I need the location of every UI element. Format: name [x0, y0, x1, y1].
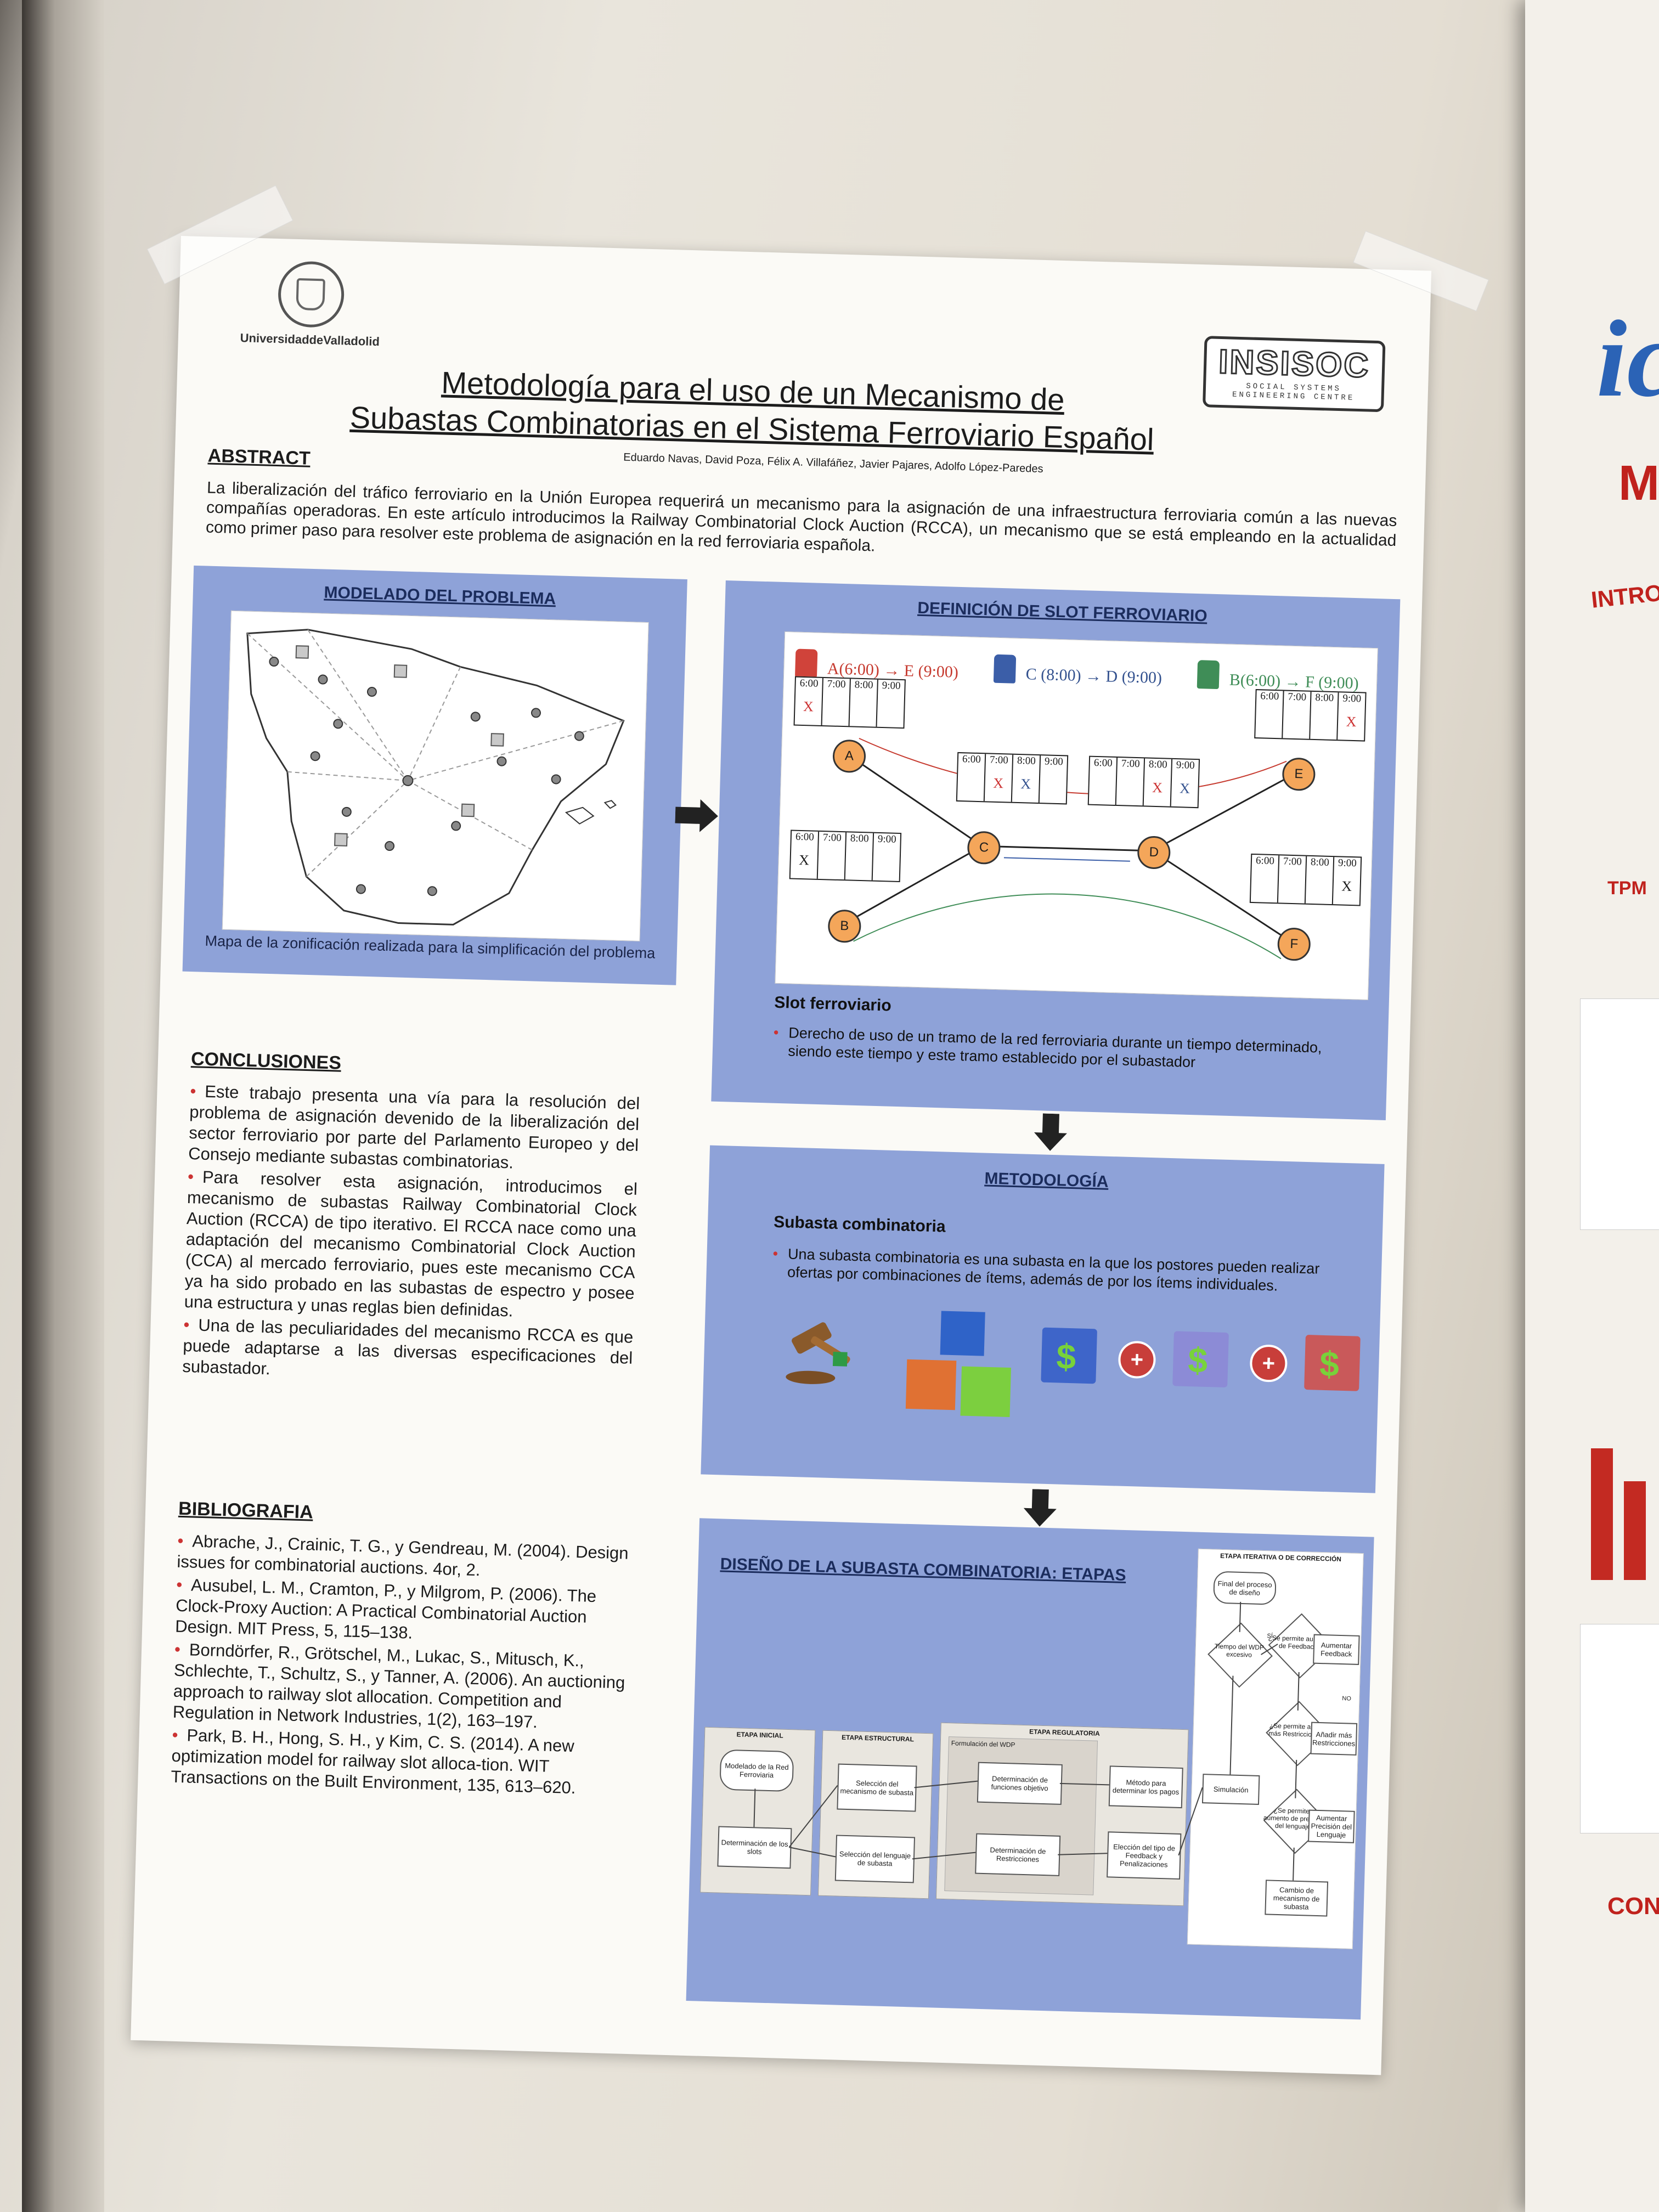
gavel-icon [786, 1322, 850, 1384]
diseno-panel: DISEÑO DE LA SUBASTA COMBINATORIA: ETAPA… [686, 1518, 1374, 2020]
conclusion-item: •Para resolver esta asignación, introduc… [184, 1167, 638, 1321]
slot-cell: 7:00 [817, 831, 847, 880]
slot-cell: 6:00 [1088, 757, 1118, 805]
metodologia-subheading: Subasta combinatoria [773, 1212, 946, 1236]
slot-cell: 9:00 [882, 679, 901, 692]
spain-map [222, 610, 649, 941]
university-seal-icon [277, 261, 345, 329]
slot-bullet: • Derecho de uso de un tramo de la red fe… [772, 1024, 1365, 1076]
metodologia-heading: METODOLOGÍA [984, 1169, 1109, 1191]
modelado-heading: MODELADO DEL PROBLEMA [324, 583, 556, 608]
slot-cell: 6:00 [1250, 854, 1280, 903]
reference-item: •Borndörfer, R., Grötschel, M., Lukac, S… [172, 1639, 625, 1732]
slot-cell: 8:00 [845, 832, 874, 881]
dollar-red: $ [1319, 1344, 1340, 1384]
metodologia-panel: METODOLOGÍA Subasta combinatoria • Una su… [701, 1145, 1385, 1493]
red-dollar-box-icon [1304, 1335, 1361, 1391]
arrow-down-icon [1034, 1113, 1067, 1151]
conclusion-item: •Una de las peculiaridades del mecanismo… [182, 1314, 634, 1379]
plus-icon: + [1118, 1340, 1156, 1379]
conclusiones-section: CONCLUSIONES •Este trabajo presenta una … [182, 1048, 641, 1392]
arrow-down-icon [1023, 1489, 1057, 1527]
network-lines [842, 737, 1298, 960]
slot-cell: 8:00 [1305, 856, 1335, 905]
flow-arrows [753, 1601, 1300, 1881]
metodologia-bullet-text: Una subasta combinatoria es una subasta … [787, 1245, 1320, 1294]
slot-cell: 7:00 [822, 678, 851, 726]
poster-title: Metodología para el uso de un Mecanismo … [340, 361, 1165, 459]
neighbor-bar [1591, 1448, 1613, 1580]
slot-cell: 9:00 [1044, 755, 1064, 768]
spain-map-drawing [246, 629, 625, 926]
neighbor-tpm: TPM [1607, 878, 1647, 899]
dollar-blue: $ [1056, 1336, 1077, 1377]
slot-heading: DEFINICIÓN DE SLOT FERROVIARIO [917, 599, 1208, 625]
neighbor-conc: CONCL [1607, 1893, 1659, 1920]
bullet-dot: • [773, 1024, 779, 1041]
neighbor-poster: ic Me INTRODU TPM CONCL [1525, 0, 1659, 2212]
slot-panel: DEFINICIÓN DE SLOT FERROVIARIO A(6:00) →… [711, 580, 1401, 1120]
tape [1353, 230, 1489, 312]
conclusion-item: •Este trabajo presenta una vía para la r… [188, 1081, 640, 1172]
neighbor-bar [1624, 1481, 1646, 1580]
slot-cell: 8:00 [1310, 691, 1339, 740]
insisoc-logo: INSISOC SOCIAL SYSTEMS ENGINEERING CENTR… [1203, 336, 1386, 413]
neighbor-photo [1580, 1624, 1659, 1833]
slot-cell: 7:00 [1116, 758, 1146, 806]
slot-diagram: A(6:00) → E (9:00) C (8:00) → D (9:00) B… [775, 631, 1378, 1000]
slot-cell: 6:00 [1255, 690, 1284, 738]
neighbor-figure [1580, 998, 1659, 1230]
bullet-dot: • [772, 1245, 778, 1262]
reference-item: •Park, B. H., Hong, S. H., y Kim, C. S. … [171, 1725, 576, 1798]
neighbor-intro: INTRODU [1590, 576, 1659, 613]
university-name: UniversidaddeValladolid [240, 331, 380, 349]
purple-dollar-box-icon [1172, 1331, 1229, 1387]
slot-cell: 7:00 [1283, 691, 1312, 739]
insisoc-name: INSISOC [1217, 342, 1372, 386]
reference-item: •Ausubel, L. M., Cramton, P., y Milgrom,… [174, 1575, 597, 1643]
dollar-purple: $ [1187, 1340, 1209, 1381]
cubes-icon [905, 1311, 1011, 1418]
arrow-right-icon [675, 799, 718, 832]
neighbor-logo: ic [1596, 298, 1659, 420]
poster: UniversidaddeValladolid INSISOC SOCIAL S… [131, 185, 1489, 2075]
plus-icon: + [1249, 1344, 1288, 1383]
blue-dollar-box-icon [1041, 1327, 1097, 1384]
metodologia-bullet: • Una subasta combinatoria es una subasta… [772, 1245, 1354, 1297]
modelado-panel: MODELADO DEL PROBLEMA Mapa de la zonific… [182, 565, 687, 985]
board-edge [22, 0, 104, 2212]
slot-subheading: Slot ferroviario [774, 993, 892, 1015]
neighbor-title: Me [1618, 456, 1659, 511]
university-logo: UniversidaddeValladolid [222, 259, 399, 349]
abstract-text: La liberalización del tráfico ferroviari… [205, 478, 1397, 555]
bibliografia-section: BIBLIOGRAFIA •Abrache, J., Crainic, T. G… [171, 1498, 634, 1802]
slot-cell: 8:00 [849, 679, 878, 727]
abstract-heading: ABSTRACT [207, 445, 311, 469]
slot-cell: 6:00 [957, 753, 986, 802]
slot-cell: 9:00 [877, 833, 896, 845]
slot-cell: 7:00 [1278, 855, 1307, 904]
slot-bullet-text: Derecho de uso de un tramo de la red fer… [787, 1024, 1322, 1071]
